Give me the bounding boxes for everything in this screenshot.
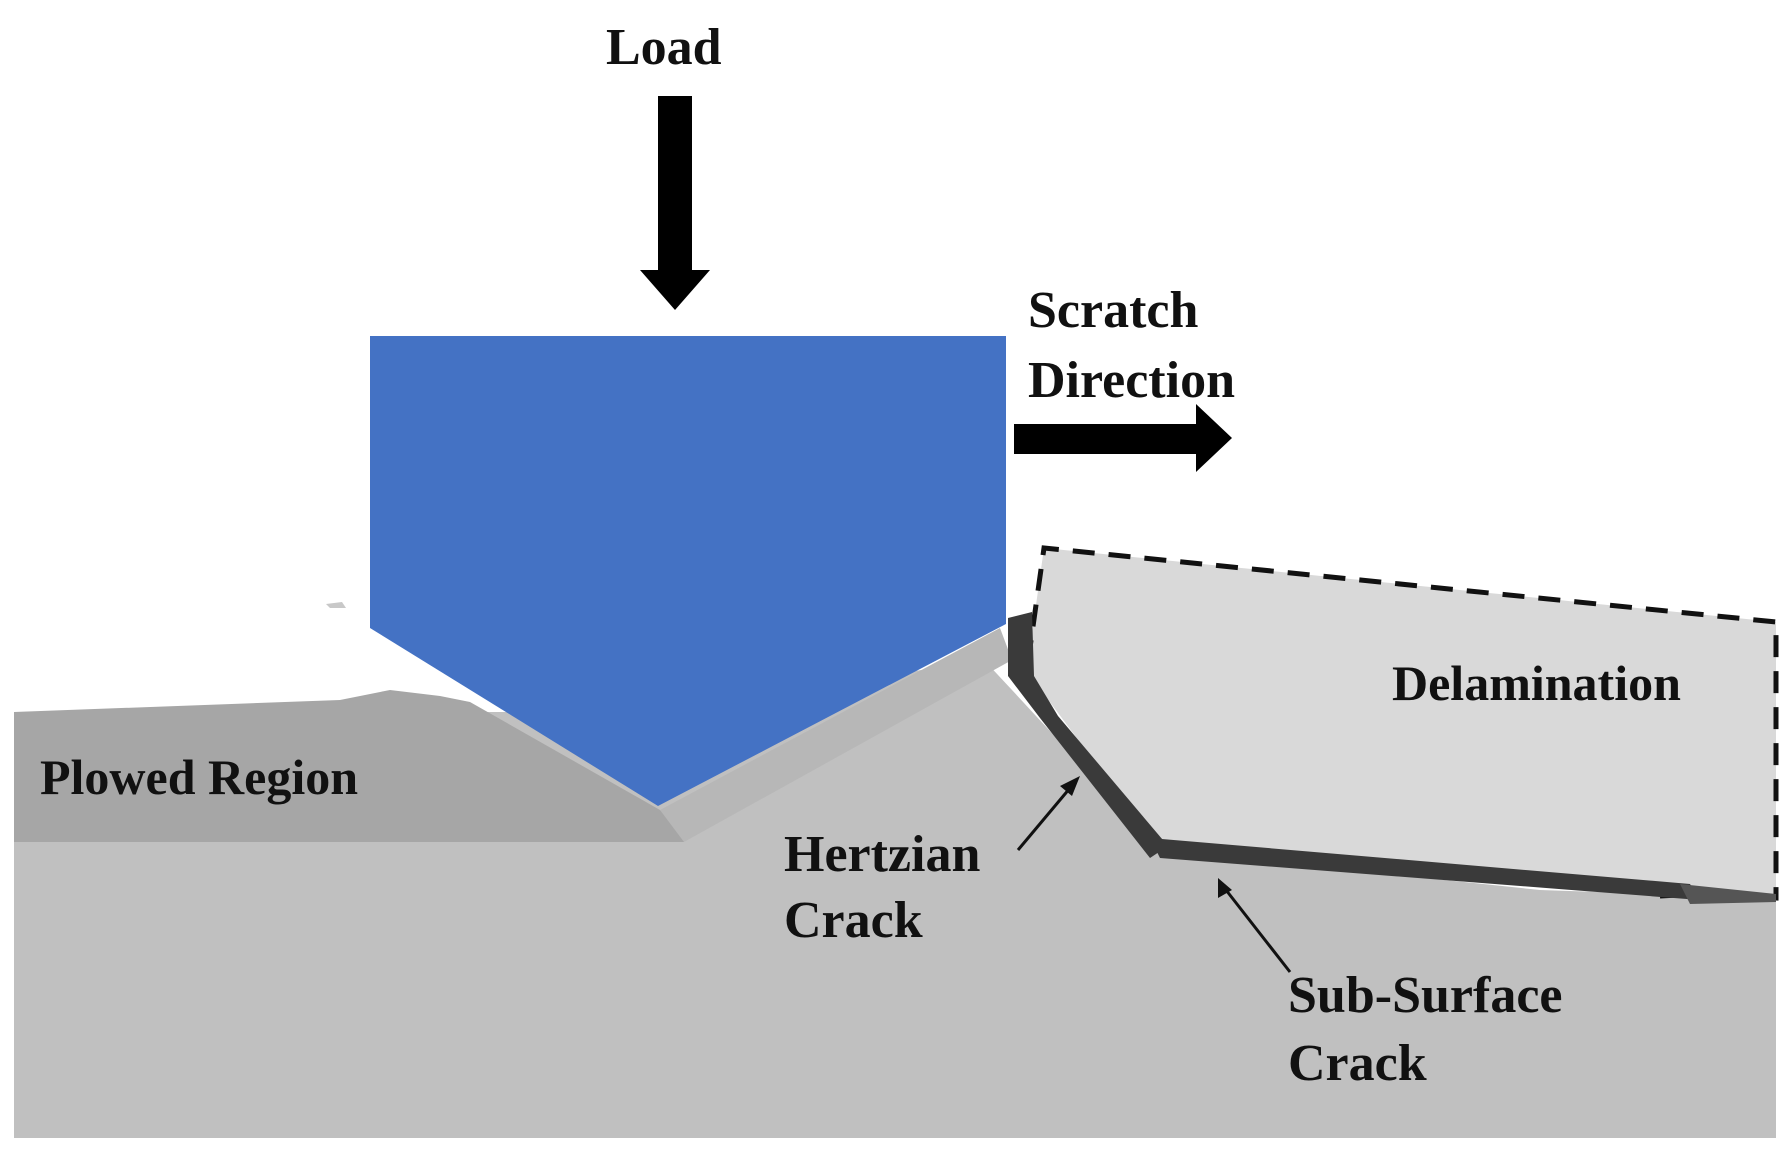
debris-mark [326, 602, 346, 608]
scratch-direction-arrow [1014, 404, 1232, 472]
hertzian-crack-label-line2: Crack [784, 892, 923, 949]
scratch-direction-label-line1: Scratch [1028, 282, 1199, 339]
indenter [370, 336, 1006, 806]
subsurface-crack-label-line2: Crack [1288, 1035, 1427, 1092]
subsurface-crack-label-line1: Sub-Surface [1288, 967, 1563, 1024]
hertzian-pointer-arrow [1016, 776, 1080, 851]
hertzian-crack-label-line1: Hertzian [784, 826, 981, 883]
scratch-direction-label-line2: Direction [1028, 352, 1235, 409]
load-label: Load [606, 19, 722, 76]
load-arrow [640, 96, 710, 310]
plowed-region [14, 690, 684, 842]
groove-strip [660, 628, 1012, 842]
subsurface-crack [1150, 838, 1700, 900]
subsurface-crack-label: Sub-Surface Crack [1288, 962, 1562, 1098]
plowed-region-label: Plowed Region [40, 749, 359, 805]
subsurface-crack-tip [1680, 884, 1776, 904]
hertzian-crack-label: Hertzian Crack [784, 822, 980, 954]
scratch-direction-label: Scratch Direction [1028, 276, 1235, 416]
hertzian-crack [1008, 612, 1168, 858]
delamination-label: Delamination [1392, 655, 1681, 711]
delamination-flake [1028, 548, 1776, 898]
subsurface-pointer-arrow [1218, 878, 1292, 973]
